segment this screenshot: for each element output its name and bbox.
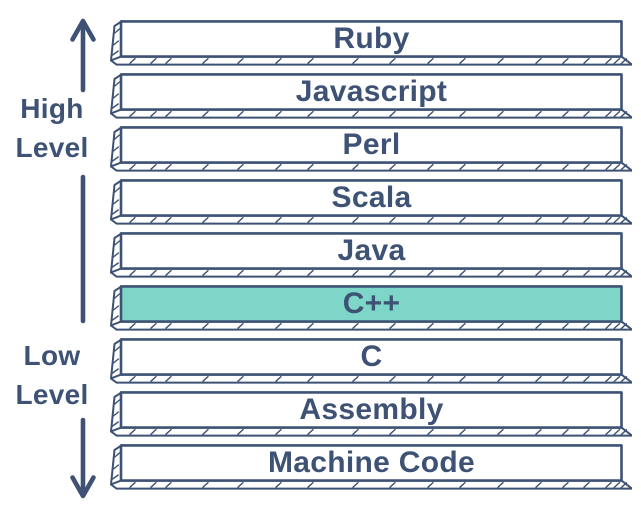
box-3d-graphic	[108, 232, 632, 278]
language-box-assembly: Assembly	[108, 391, 632, 437]
high-level-label-line2: Level	[15, 132, 89, 163]
high-level-label-line1: High	[20, 93, 84, 124]
high-level-label: High Level	[1, 89, 103, 167]
box-3d-graphic	[108, 73, 632, 119]
language-box-machine-code: Machine Code	[108, 444, 632, 490]
box-3d-graphic	[108, 179, 632, 225]
language-box-c: C	[108, 338, 632, 384]
language-box-java: Java	[108, 232, 632, 278]
box-3d-graphic	[108, 391, 632, 437]
box-3d-graphic	[108, 126, 632, 172]
language-box-ruby: Ruby	[108, 20, 632, 66]
box-3d-graphic	[108, 444, 632, 490]
low-level-label-line2: Level	[15, 379, 89, 410]
arrowhead-down	[70, 475, 96, 499]
language-box-cpp-highlighted: C++	[108, 285, 632, 331]
box-3d-graphic	[108, 338, 632, 384]
low-level-label-line1: Low	[23, 340, 81, 371]
language-stack: Ruby Javascript Perl Scala Java C++ C A	[108, 20, 632, 492]
low-level-label: Low Level	[1, 336, 103, 414]
language-box-perl: Perl	[108, 126, 632, 172]
box-3d-graphic	[108, 285, 632, 331]
language-box-javascript: Javascript	[108, 73, 632, 119]
box-3d-graphic	[108, 20, 632, 66]
level-axis-arrow	[70, 18, 96, 499]
language-box-scala: Scala	[108, 179, 632, 225]
